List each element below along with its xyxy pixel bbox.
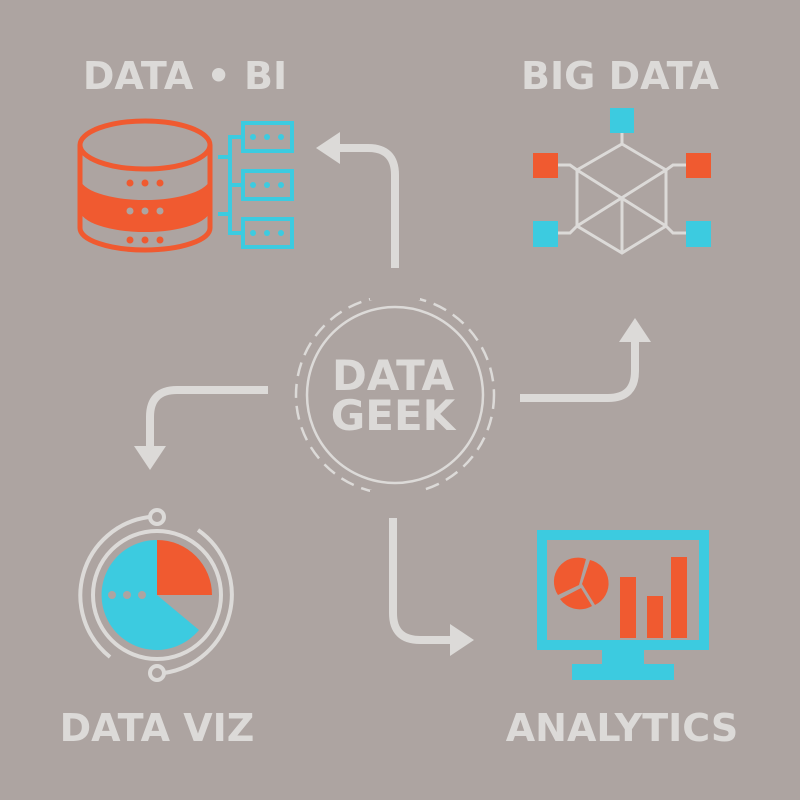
pie-chart-icon (78, 508, 234, 682)
label-data-bi: DATA • BI (83, 54, 287, 98)
label-big-data: BIG DATA (521, 54, 719, 98)
arrow-to-data-bi (335, 144, 399, 268)
database-icon (77, 118, 294, 253)
arrow-to-big-data (520, 335, 639, 402)
center-badge: DATA GEEK (294, 280, 496, 510)
center-text-line2: GEEK (331, 391, 457, 440)
arrowhead-right-icon (450, 624, 474, 656)
center-text-line1: DATA (332, 351, 454, 400)
monitor-chart-icon (537, 530, 709, 680)
arrow-to-data-viz (146, 386, 268, 452)
arrowhead-down-icon (134, 446, 166, 470)
network-hexagon-icon (533, 108, 711, 255)
label-analytics: ANALYTICS (506, 706, 738, 750)
arrow-to-analytics (389, 518, 455, 644)
arrowhead-up-icon (619, 318, 651, 342)
arrowhead-left-icon (316, 132, 340, 164)
label-data-viz: DATA VIZ (60, 706, 255, 750)
